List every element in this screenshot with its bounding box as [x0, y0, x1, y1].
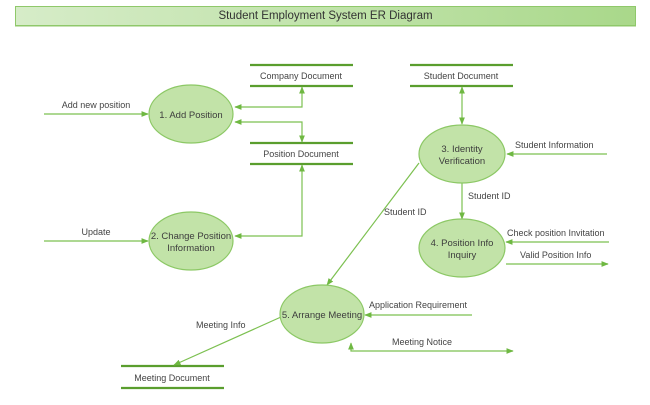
flow-label: Valid Position Info — [520, 250, 591, 260]
store-position-document[interactable]: Position Document — [250, 141, 353, 166]
process-label-line2: Inquiry — [448, 250, 477, 261]
process-change-position-information[interactable]: 2. Change Position Information — [148, 211, 234, 271]
flow-arrow — [348, 342, 514, 354]
flow-student-id-to-meeting[interactable]: Student ID — [326, 162, 427, 286]
store-meeting-document[interactable]: Meeting Document — [121, 364, 224, 390]
process-ellipse — [418, 218, 506, 278]
process-label-line1: 3. Identity — [441, 144, 482, 155]
process-label-line1: 2. Change Position — [151, 231, 231, 242]
process-ellipse — [279, 284, 365, 344]
flow-label: Meeting Info — [196, 320, 246, 330]
flow-student-information[interactable]: Student Information — [506, 140, 607, 157]
process-ellipse — [148, 84, 234, 144]
flow-label: Check position Invitation — [507, 228, 605, 238]
process-ellipse — [418, 124, 506, 184]
process-ellipse — [148, 211, 234, 271]
flow-valid-position-info[interactable]: Valid Position Info — [506, 250, 609, 267]
flow-label: Student Information — [515, 140, 594, 150]
flow-add-new-position[interactable]: Add new position — [44, 100, 149, 117]
flow-label: Update — [81, 227, 110, 237]
process-label: 1. Add Position — [159, 110, 222, 121]
flow-arrow — [234, 86, 305, 110]
process-label: 5. Arrange Meeting — [282, 310, 362, 321]
flow-arrow — [326, 162, 420, 286]
store-label: Meeting Document — [134, 373, 210, 383]
flow-update[interactable]: Update — [44, 227, 149, 244]
process-identity-verification[interactable]: 3. Identity Verification — [418, 124, 506, 184]
flow-label: Application Requirement — [369, 300, 468, 310]
diagram-title: Student Employment System ER Diagram — [218, 10, 433, 22]
process-position-info-inquiry[interactable]: 4. Position Info Inquiry — [418, 218, 506, 278]
store-label: Company Document — [260, 71, 343, 81]
store-student-document[interactable]: Student Document — [410, 63, 513, 88]
process-label-line1: 4. Position Info — [431, 238, 494, 249]
flow-arrow — [234, 164, 305, 239]
flow-add-position-to-position-doc[interactable] — [234, 119, 305, 143]
flow-label: Student ID — [384, 207, 427, 217]
flow-company-to-add-position[interactable] — [234, 86, 305, 110]
flow-meeting-notice[interactable]: Meeting Notice — [348, 337, 514, 354]
process-add-position[interactable]: 1. Add Position — [148, 84, 234, 144]
process-label-line2: Verification — [439, 156, 485, 167]
process-label-line2: Information — [167, 243, 215, 254]
flow-change-position-to-position-doc[interactable] — [234, 164, 305, 239]
store-company-document[interactable]: Company Document — [250, 63, 353, 88]
flow-label: Meeting Notice — [392, 337, 452, 347]
flow-arrow — [173, 316, 282, 366]
flow-check-position-invitation[interactable]: Check position Invitation — [505, 228, 609, 245]
flow-student-id-to-inquiry[interactable]: Student ID — [459, 183, 511, 220]
store-label: Student Document — [424, 71, 499, 81]
process-arrange-meeting[interactable]: 5. Arrange Meeting — [279, 284, 365, 344]
diagram-title-bar: Student Employment System ER Diagram — [15, 6, 636, 26]
flow-label: Add new position — [62, 100, 131, 110]
flow-application-requirement[interactable]: Application Requirement — [364, 300, 472, 318]
flow-arrow — [234, 119, 305, 143]
flow-meeting-info[interactable]: Meeting Info — [173, 316, 282, 366]
store-label: Position Document — [263, 149, 339, 159]
flow-label: Student ID — [468, 191, 511, 201]
